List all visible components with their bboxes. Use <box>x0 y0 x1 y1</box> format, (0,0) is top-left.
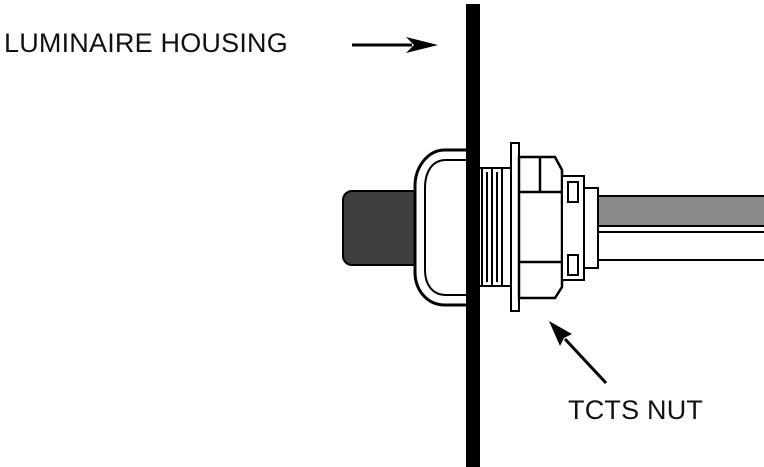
luminaire-housing-label: LUMINAIRE HOUSING <box>4 28 288 58</box>
nut-arrow <box>549 321 608 385</box>
housing-wall <box>466 4 480 467</box>
sensor-bezel <box>413 148 470 307</box>
bezel-inner-line <box>424 159 468 296</box>
cord-connector <box>561 175 599 281</box>
tcts-nut <box>517 155 564 300</box>
housing-arrow <box>352 37 438 53</box>
threaded-stem <box>477 167 515 287</box>
tcts-nut-label: TCTS NUT <box>568 395 704 425</box>
cable-wires <box>597 195 764 261</box>
sensor-knob <box>342 190 426 266</box>
